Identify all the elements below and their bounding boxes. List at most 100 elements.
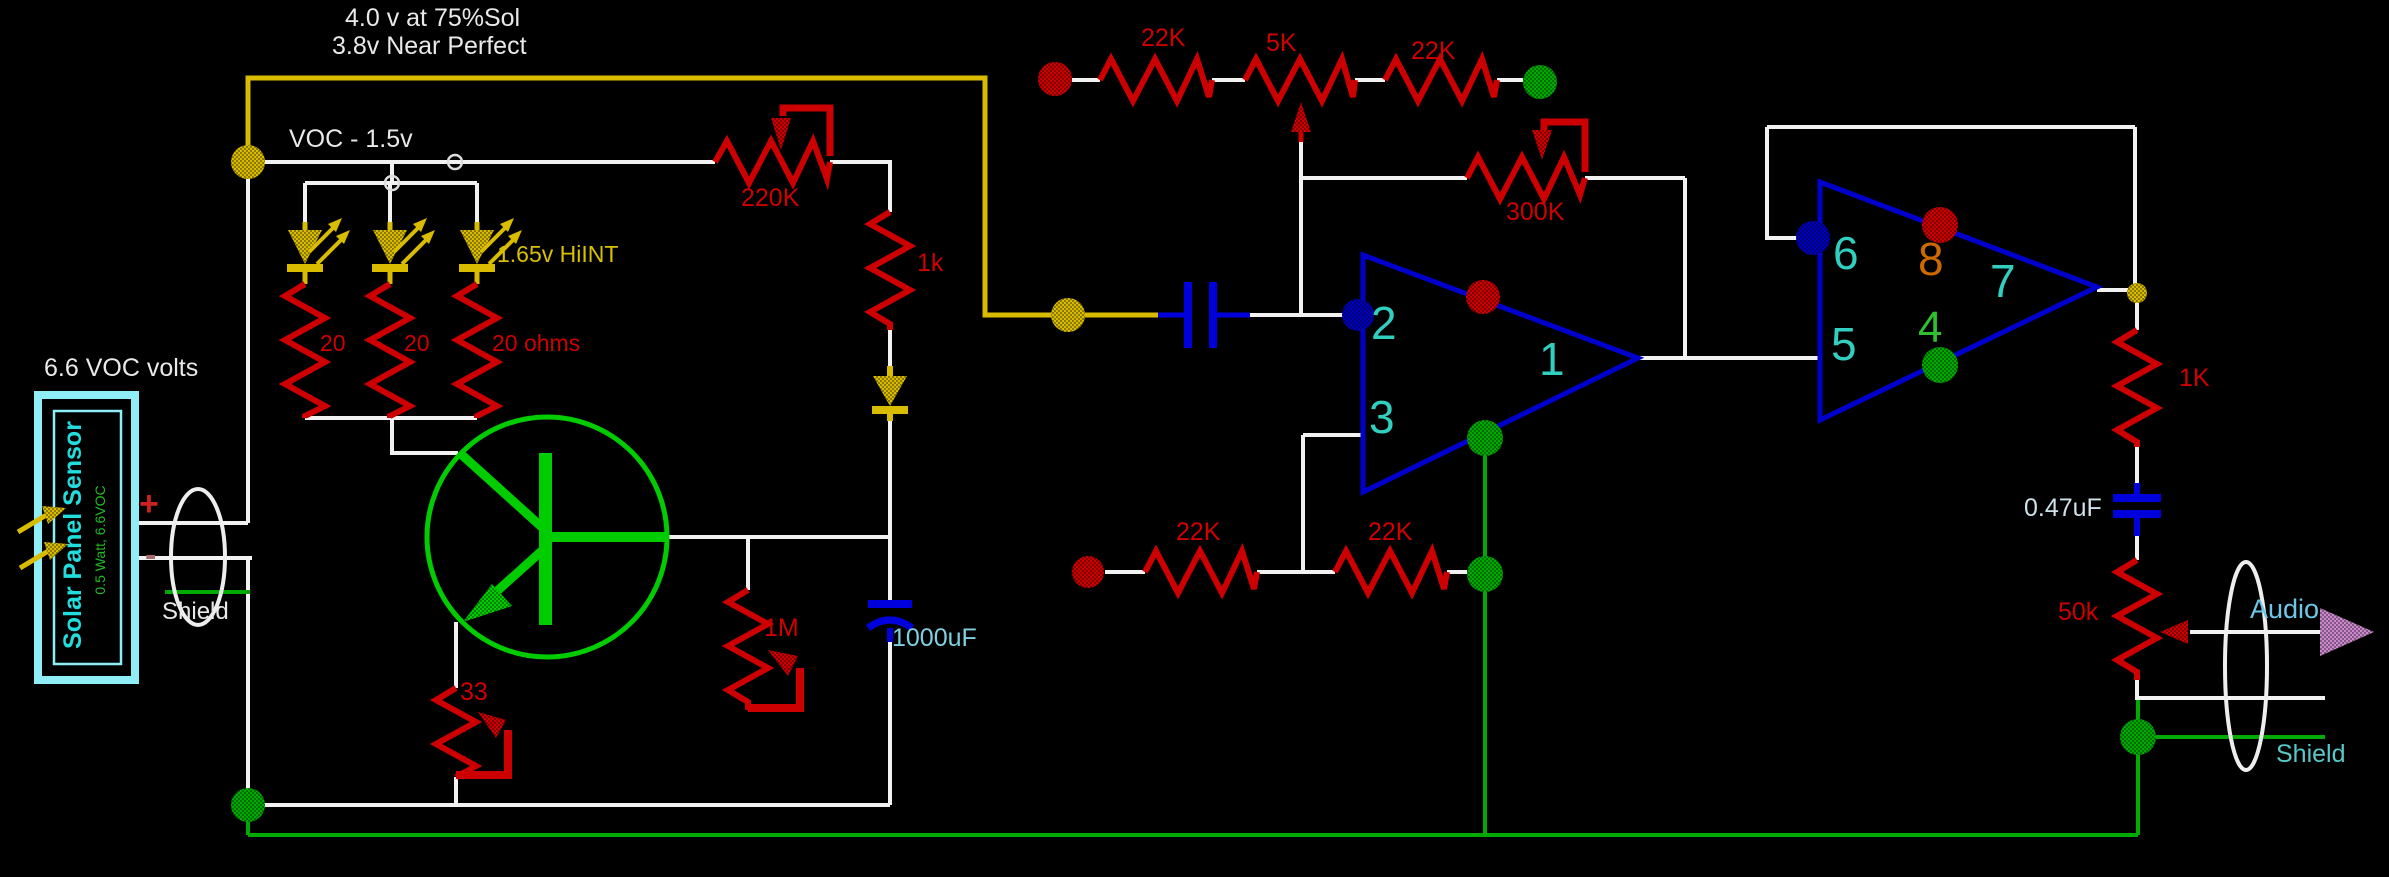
yellow-dot-output [2127,283,2147,303]
pin6-wire [1765,127,1810,240]
led-1 [287,218,350,284]
led-ballast-resistors [278,281,504,419]
panel-minus-label: - [145,536,157,574]
green-dot-output [2120,719,2156,755]
resistor-20-1 [278,281,332,419]
red-dot-opamp1 [1466,280,1500,314]
cap-047uf [2113,483,2161,536]
cap-047uf-label: 0.47uF [2024,494,2102,522]
yellow-diode [872,330,908,421]
blue-dot-pin6 [1796,221,1830,255]
panel-spec-label: 0.5 Watt, 6.6VOC [92,485,108,595]
shield-right-label: Shield [2276,740,2346,768]
transistor-circle [424,414,670,660]
led-array [278,218,522,419]
panel-name-label: Solar Panel Sensor [59,421,87,649]
sun-ray-arrows [16,506,68,571]
coupling-cap [1158,282,1250,348]
top-resistor-chain [1097,50,1500,108]
solar-panel-box [16,391,139,684]
resistor-1k-output [2110,327,2164,447]
green-dot-opamp2 [1922,347,1958,383]
resistor-20-2 [363,281,417,419]
panel-voltage-label: 6.6 VOC volts [44,354,199,382]
pot-50k-label: 50k [2058,598,2099,626]
opamp2-triangle [1817,178,2104,424]
pot-5k-wiper [1291,102,1311,142]
green-dot-chain1 [1523,65,1557,99]
led-voltage-label: 1.65v HiINT [497,241,619,267]
panel-plus-label: + [139,485,159,523]
opamp1-pin3-label: 3 [1369,391,1395,443]
opamp1-pin1-label: 1 [1539,333,1565,385]
opamp1-pin2-label: 2 [1371,297,1397,349]
resistor-20b-label: 20 [404,330,430,356]
open-junction-2 [383,174,401,192]
red-dot-opamp2 [1922,207,1958,243]
pot-5k-label: 5K [1266,29,1297,57]
note-voltage-line2: 3.8v Near Perfect [332,32,527,60]
white-wires [137,78,2325,807]
pot-50k [2110,557,2188,680]
audio-label: Audio [2250,594,2320,624]
red-dot-chain1 [1038,62,1072,96]
yellow-dot-mid [1051,298,1085,332]
red-dot-chain2 [1072,556,1104,588]
resistor-22kc-label: 22K [1176,518,1221,546]
opamp1-triangle [1360,251,1645,496]
voc-label: VOC - 1.5v [289,125,413,153]
pot-33-label: 33 [460,678,488,706]
resistor-22ka-label: 22K [1141,24,1186,52]
resistor-22k-c [1142,542,1260,600]
resistor-22k-d [1332,542,1450,600]
pot-33 [429,685,512,780]
yellow-supply-wire [245,75,1158,318]
opamp2-pin7-label: 7 [1990,255,2016,307]
resistor-20-3 [450,281,504,419]
opamp2-pin5-label: 5 [1831,318,1857,370]
audio-arrow [2320,608,2374,656]
green-dot-bottomleft [231,788,265,822]
base-wire [390,418,458,455]
shield-left-label: Shield [162,598,229,625]
cap-1000uf [865,600,915,642]
transistor-collector [458,451,549,534]
resistor-22kb-label: 22K [1411,37,1456,65]
pot-300k [1464,118,1589,206]
blue-dot-pin2 [1342,299,1374,331]
yellow-dot-left [231,145,265,179]
led-2 [372,218,435,284]
bottom-resistor-chain [1142,542,1450,600]
cap-1000uf-label: 1000uF [892,624,977,652]
pot-220k-label: 220K [741,184,800,212]
green-dot-chain2 [1467,556,1503,592]
transistor [424,414,670,660]
r1k-top-wire [830,160,892,212]
resistor-1k-label: 1k [917,249,944,277]
cable-loop-right [2223,560,2269,772]
pot-300k-label: 300K [1506,198,1565,226]
resistor-5k [1242,50,1358,108]
transistor-base-bar [539,453,552,625]
green-ground-wires [165,438,2325,837]
panel-inner-frame [52,409,123,666]
pot-1m-label: 1M [764,614,799,642]
pot-1m [721,587,804,712]
pot-220k [712,104,834,191]
opamp2-pin8-label: 8 [1918,233,1944,285]
resistor-1kout-label: 1K [2179,364,2210,392]
resistor-22k-a [1097,50,1215,108]
resistor-22kd-label: 22K [1368,518,1413,546]
resistor-20c-label: 20 ohms [492,330,581,356]
resistor-22k-b [1382,50,1500,108]
r50k-bottom-wire [2135,680,2325,700]
resistor-1k [863,209,917,330]
resistor-20a-label: 20 [320,330,346,356]
cable-loop-left [169,487,227,627]
open-junction-1 [446,153,464,171]
junction-dots [231,62,2156,822]
note-voltage-line1: 4.0 v at 75%Sol [345,4,521,32]
opamp2-pin6-label: 6 [1833,227,1859,279]
